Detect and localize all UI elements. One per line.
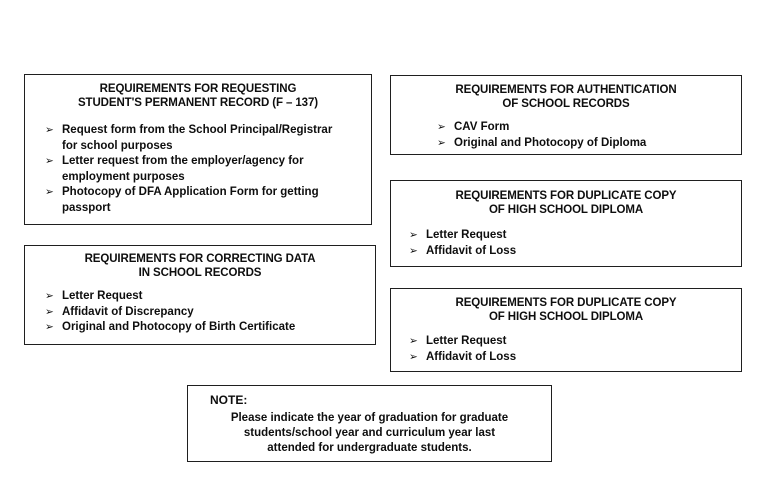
arrow-bullet-icon: ➢	[409, 244, 418, 257]
box-title: REQUIREMENTS FOR REQUESTING STUDENT'S PE…	[25, 75, 371, 110]
arrow-bullet-icon: ➢	[437, 136, 446, 149]
requirement-text: Letter request from the employer/agency …	[62, 155, 304, 183]
requirement-item: ➢ Affidavit of Loss	[409, 350, 741, 366]
arrow-bullet-icon: ➢	[409, 350, 418, 363]
requirement-item: ➢ Affidavit of Loss	[409, 244, 741, 260]
arrow-bullet-icon: ➢	[45, 290, 54, 302]
box-duplicate-diploma-upper: REQUIREMENTS FOR DUPLICATE COPY OF HIGH …	[390, 180, 742, 267]
title-line: STUDENT'S PERMANENT RECORD (F – 137)	[77, 97, 319, 109]
requirement-item: ➢ Request form from the School Principal…	[45, 123, 367, 154]
arrow-bullet-icon: ➢	[45, 321, 54, 333]
title-line: REQUIREMENTS FOR REQUESTING	[99, 83, 297, 95]
note-box: NOTE: Please indicate the year of gradua…	[187, 385, 552, 462]
requirement-item: ➢ Affidavit of Discrepancy	[45, 305, 375, 321]
title-line: REQUIREMENTS FOR DUPLICATE COPY	[455, 297, 677, 309]
requirement-text: Affidavit of Loss	[426, 244, 517, 257]
requirements-list: ➢ Letter Request ➢ Affidavit of Discrepa…	[25, 289, 375, 336]
box-title: REQUIREMENTS FOR DUPLICATE COPY OF HIGH …	[391, 289, 741, 324]
requirement-text: Letter Request	[426, 335, 507, 347]
box-correcting-data-school-records: REQUIREMENTS FOR CORRECTING DATA IN SCHO…	[24, 245, 376, 345]
title-line: REQUIREMENTS FOR CORRECTING DATA	[84, 253, 316, 265]
arrow-bullet-icon: ➢	[45, 305, 54, 318]
requirement-text: CAV Form	[454, 121, 510, 133]
title-line: OF SCHOOL RECORDS	[502, 98, 630, 110]
title-line: REQUIREMENTS FOR DUPLICATE COPY	[455, 190, 677, 202]
requirement-text: Affidavit of Loss	[426, 350, 517, 363]
requirements-list: ➢ Letter Request ➢ Affidavit of Loss	[391, 228, 741, 259]
arrow-bullet-icon: ➢	[45, 124, 54, 136]
requirement-item: ➢ Letter request from the employer/agenc…	[45, 154, 367, 185]
title-line: IN SCHOOL RECORDS	[138, 267, 262, 279]
requirements-list: ➢ Letter Request ➢ Affidavit of Loss	[391, 334, 741, 365]
arrow-bullet-icon: ➢	[437, 121, 446, 133]
arrow-bullet-icon: ➢	[45, 155, 54, 167]
box-title: REQUIREMENTS FOR AUTHENTICATION OF SCHOO…	[391, 76, 741, 111]
requirement-item: ➢ Photocopy of DFA Application Form for …	[45, 185, 367, 216]
arrow-bullet-icon: ➢	[45, 186, 54, 198]
requirement-item: ➢ Original and Photocopy of Diploma	[437, 136, 737, 152]
box-requesting-permanent-record: REQUIREMENTS FOR REQUESTING STUDENT'S PE…	[24, 74, 372, 225]
requirements-list: ➢ CAV Form ➢ Original and Photocopy of D…	[391, 120, 741, 151]
requirement-text: Letter Request	[62, 290, 143, 302]
note-text: Please indicate the year of graduation f…	[230, 412, 509, 454]
arrow-bullet-icon: ➢	[409, 229, 418, 241]
requirement-text: Letter Request	[426, 229, 507, 241]
requirement-text: Original and Photocopy of Birth Certific…	[62, 321, 296, 333]
box-title: REQUIREMENTS FOR DUPLICATE COPY OF HIGH …	[391, 181, 741, 217]
requirements-list: ➢ Request form from the School Principal…	[25, 123, 371, 216]
box-authentication-school-records: REQUIREMENTS FOR AUTHENTICATION OF SCHOO…	[390, 75, 742, 155]
title-line: REQUIREMENTS FOR AUTHENTICATION	[455, 84, 677, 96]
title-line: OF HIGH SCHOOL DIPLOMA	[488, 204, 644, 216]
requirement-text: Original and Photocopy of Diploma	[454, 136, 647, 149]
box-duplicate-diploma-lower: REQUIREMENTS FOR DUPLICATE COPY OF HIGH …	[390, 288, 742, 372]
requirement-item: ➢ CAV Form	[437, 120, 737, 136]
requirement-item: ➢ Letter Request	[45, 289, 375, 305]
note-label: NOTE:	[210, 393, 248, 407]
requirement-text: Photocopy of DFA Application Form for ge…	[62, 186, 319, 214]
title-line: OF HIGH SCHOOL DIPLOMA	[488, 311, 644, 323]
requirement-item: ➢ Letter Request	[409, 228, 741, 244]
requirement-text: Request form from the School Principal/R…	[62, 124, 333, 152]
requirement-text: Affidavit of Discrepancy	[62, 305, 194, 318]
arrow-bullet-icon: ➢	[409, 335, 418, 347]
requirement-item: ➢ Letter Request	[409, 334, 741, 350]
box-title: REQUIREMENTS FOR CORRECTING DATA IN SCHO…	[25, 246, 375, 280]
requirement-item: ➢ Original and Photocopy of Birth Certif…	[45, 320, 375, 336]
